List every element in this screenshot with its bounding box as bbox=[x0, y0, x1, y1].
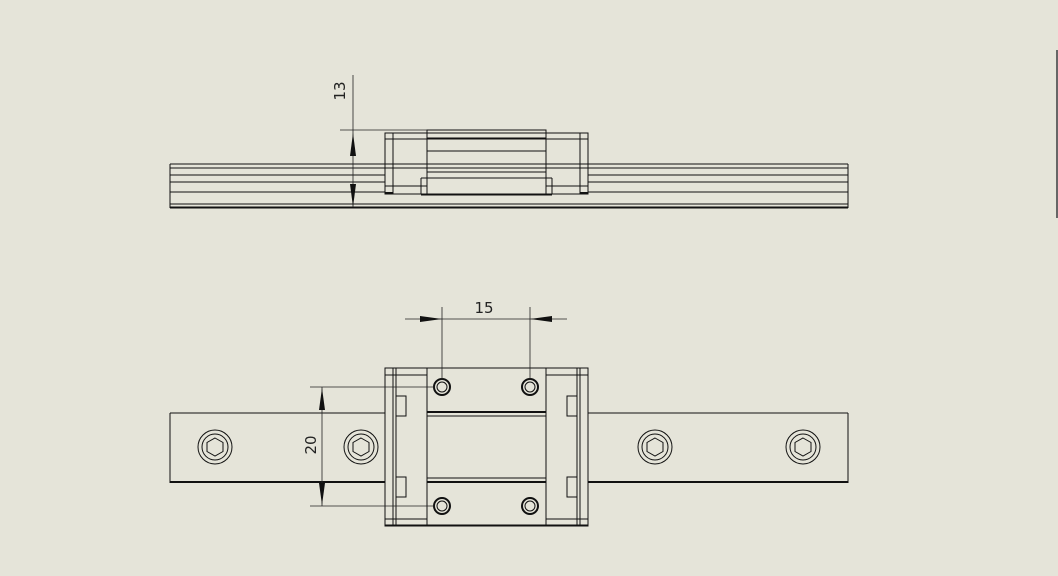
carriage-hole-4 bbox=[521, 497, 539, 515]
side-rail bbox=[169, 163, 849, 209]
rail-hole-4 bbox=[785, 429, 821, 465]
side-view: 13 bbox=[169, 75, 849, 209]
top-rail bbox=[169, 412, 849, 483]
dimension-label-20: 20 bbox=[302, 435, 320, 454]
side-carriage bbox=[384, 129, 589, 196]
carriage-hole-2 bbox=[521, 378, 539, 396]
rail-hole-1 bbox=[197, 429, 233, 465]
top-view: 15 20 bbox=[169, 299, 849, 527]
rail-hole-3 bbox=[637, 429, 673, 465]
carriage-hole-3 bbox=[433, 497, 451, 515]
top-carriage bbox=[384, 367, 589, 527]
dimension-20: 20 bbox=[302, 386, 435, 507]
window-edge-scrollbar bbox=[1056, 50, 1058, 218]
dimension-15: 15 bbox=[405, 299, 567, 380]
rail-hole-2 bbox=[343, 429, 379, 465]
dimension-13: 13 bbox=[331, 75, 427, 207]
dimension-label-13: 13 bbox=[331, 81, 349, 100]
dimension-label-15: 15 bbox=[474, 299, 493, 317]
carriage-hole-1 bbox=[433, 378, 451, 396]
